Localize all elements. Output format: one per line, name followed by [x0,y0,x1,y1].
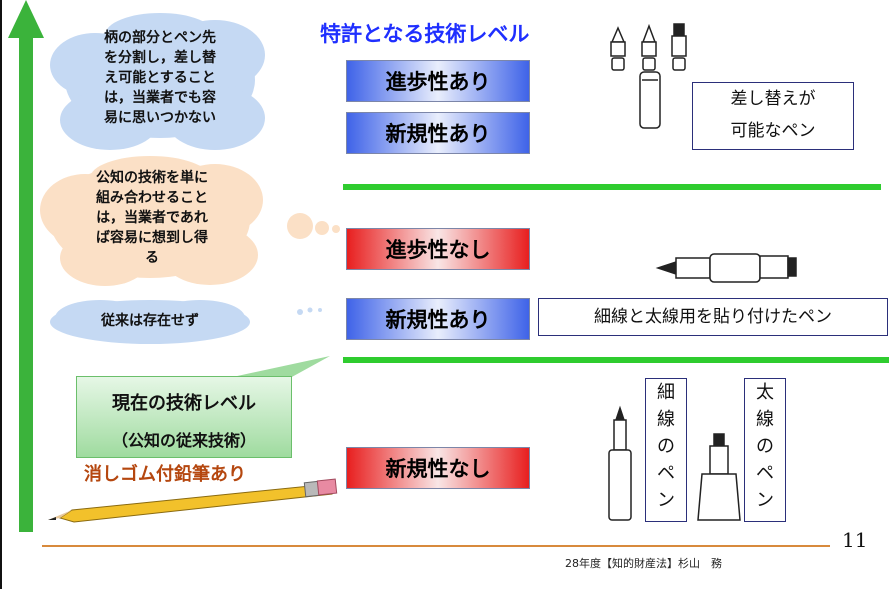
replaceable-pen-line1: 差し替えが [730,89,816,109]
level-arrow-head-icon [8,0,44,38]
footer-line [42,545,830,547]
cloud-middle-shape [40,156,340,286]
fine-label-char: の [657,436,675,457]
thick-label-char: 太 [756,382,774,403]
badge-mid-novelty: 新規性あり [346,298,530,340]
pen-nib-icon [610,26,626,71]
thick-label-char: の [756,436,774,457]
badge-bottom-novelty: 新規性なし [346,447,530,489]
fine-line-pen-icon [608,405,632,521]
cloud-top-text: 柄の部分とペン先 を分割し，差し替 え可能とすること は，当業者でも容 易に思い… [104,30,216,126]
fine-label-char: 線 [657,409,675,430]
divider-upper [343,184,881,190]
current-level-title: 現在の技術レベル [112,393,256,414]
pen-handle-icon [639,71,661,129]
attached-pen-box: 細線と太線用を貼り付けたペン [538,298,888,336]
fine-line-pen-label: 細 線 の ペ ン [645,378,687,522]
thick-line-pen-icon [697,433,741,521]
eraser-pencil-label: 消しゴム付鉛筆あり [84,464,246,485]
replaceable-pen-box: 差し替えが 可能なペン [692,82,854,150]
slide-title: 特許となる技術レベル [320,22,530,46]
slide-border [0,0,2,589]
thick-label-char: ン [756,490,774,511]
callout-tail [228,356,330,378]
badge-top-novelty: 新規性あり [346,112,530,154]
thick-label-char: ペ [756,463,774,484]
current-level-subtitle: （公知の従来技術） [111,431,256,450]
marker-tip-icon [641,23,657,71]
page-number: 11 [842,528,868,552]
badge-top-progress: 進歩性あり [346,60,530,102]
level-arrow-shaft [19,34,33,532]
fine-label-char: ペ [657,463,675,484]
cloud-top-shape [50,13,265,150]
divider-lower [343,357,889,363]
thick-line-pen-label: 太 線 の ペ ン [744,378,786,522]
thick-label-char: 線 [756,409,774,430]
cloud-bottom-text: 従来は存在せず [101,313,199,329]
thick-marker-tip-icon [671,23,687,71]
combined-pen-icon [655,253,797,283]
replaceable-pen-line2: 可能なペン [730,121,816,141]
footer-text: 28年度【知的財産法】杉山 務 [565,557,722,570]
badge-mid-progress: 進歩性なし [346,228,530,270]
cloud-bottom-shape [50,300,322,344]
pencil-with-eraser-icon [48,478,338,523]
fine-label-char: ン [657,490,675,511]
cloud-middle-text: 公知の技術を単に 組み合わせること は，当業者であれ ば容易に想到し得 る [96,170,208,266]
current-level-box: 現在の技術レベル （公知の従来技術） [76,376,292,458]
fine-label-char: 細 [657,382,675,403]
